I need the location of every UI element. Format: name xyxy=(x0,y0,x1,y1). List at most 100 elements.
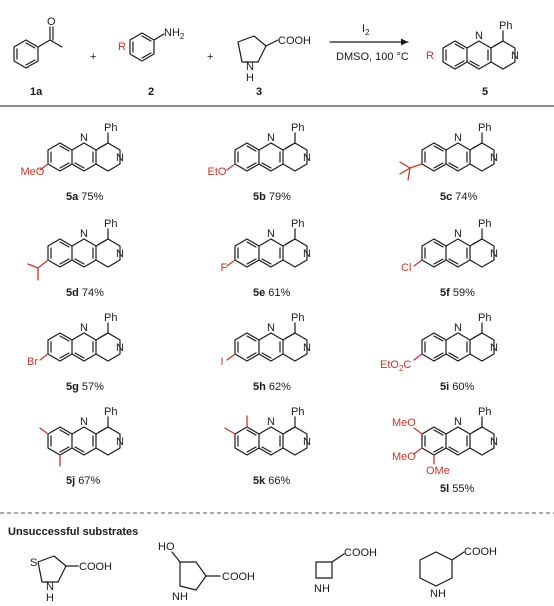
phenyl-label: Ph xyxy=(478,406,491,418)
imine-n: N xyxy=(303,436,311,448)
reactant2-label: 2 xyxy=(148,86,154,98)
pyridine-n: N xyxy=(454,132,462,144)
svg-text:N: N xyxy=(46,581,54,593)
substrate-thiazolidine: COOH S N H xyxy=(30,555,112,604)
reaction-arrow: I2 DMSO, 100 °C xyxy=(329,23,409,63)
phenyl-label: Ph xyxy=(104,122,117,134)
pyridine-n: N xyxy=(80,322,88,334)
imine-n: N xyxy=(511,50,519,62)
plus-sign-1: + xyxy=(90,51,96,63)
phenyl-label: Ph xyxy=(104,218,117,230)
unsuccessful-heading: Unsuccessful substrates xyxy=(8,526,138,538)
imine-n: N xyxy=(116,248,124,260)
tert-butyl-group xyxy=(399,161,423,181)
product-r-group: R xyxy=(426,50,434,62)
svg-text:NH: NH xyxy=(314,583,330,595)
product-general: R N N Ph xyxy=(426,20,519,70)
phenyl-label: Ph xyxy=(499,20,512,32)
plus-sign-2: + xyxy=(207,51,213,63)
phenyl-label: Ph xyxy=(478,218,491,230)
phenyl-label: Ph xyxy=(291,406,304,418)
reaction-conditions: DMSO, 100 °C xyxy=(336,51,409,63)
isopropyl-group xyxy=(27,259,49,281)
yield-label: 5l 55% xyxy=(440,483,474,495)
imine-n: N xyxy=(490,436,498,448)
imine-n: N xyxy=(303,342,311,354)
imine-n: N xyxy=(303,152,311,164)
phenyl-label: Ph xyxy=(104,406,117,418)
product-5k: N N Ph xyxy=(224,406,311,456)
reactant-aniline: NH2 R xyxy=(118,27,185,62)
substituent-label: Br xyxy=(27,356,38,368)
svg-text:COOH: COOH xyxy=(79,561,112,573)
svg-text:COOH: COOH xyxy=(222,571,255,583)
imine-n: N xyxy=(116,152,124,164)
phenyl-label: Ph xyxy=(291,312,304,324)
phenyl-label: Ph xyxy=(291,218,304,230)
pyridine-n: N xyxy=(80,132,88,144)
phenyl-label: Ph xyxy=(478,122,491,134)
substituent-label: EtO2C xyxy=(380,359,411,373)
substrate-hydroxyproline: HO COOH NH xyxy=(158,541,255,603)
yield-label: 5i 60% xyxy=(440,381,474,393)
pyridine-n: N xyxy=(454,228,462,240)
reactant1-label: 1a xyxy=(30,86,43,98)
phenyl-label: Ph xyxy=(104,312,117,324)
pyridine-n: N xyxy=(267,132,275,144)
pyridine-n: N xyxy=(475,30,483,42)
imine-n: N xyxy=(490,248,498,260)
yield-label: 5k 66% xyxy=(253,475,291,487)
pyridine-n: N xyxy=(454,322,462,334)
substrate-pipecolic-acid: COOH NH xyxy=(419,546,497,600)
pyridine-n: N xyxy=(454,416,462,428)
svg-text:COOH: COOH xyxy=(344,547,377,559)
substituent-label: Cl xyxy=(401,262,411,274)
pyridine-n: N xyxy=(80,416,88,428)
pyridine-n: N xyxy=(267,416,275,428)
yield-label: 5a 75% xyxy=(66,191,104,203)
r-group: R xyxy=(118,41,126,53)
reactant-proline: COOH N H xyxy=(237,35,311,84)
substituent-label: EtO xyxy=(208,166,227,178)
substituent-label: I xyxy=(221,356,224,368)
methoxy-label: MeO xyxy=(392,417,416,429)
phenyl-label: Ph xyxy=(478,312,491,324)
imine-n: N xyxy=(490,152,498,164)
pyridine-n: N xyxy=(267,322,275,334)
svg-text:NH: NH xyxy=(172,591,188,603)
yield-label: 5e 61% xyxy=(253,287,291,299)
methoxy-label: OMe xyxy=(426,465,450,477)
methoxy-label: MeO xyxy=(392,451,416,463)
proline-h: H xyxy=(246,72,254,84)
imine-n: N xyxy=(303,248,311,260)
svg-text:COOH: COOH xyxy=(464,546,497,558)
product-label: 5 xyxy=(482,86,488,98)
svg-text:H: H xyxy=(46,592,54,604)
proline-n: N xyxy=(246,61,254,73)
yield-label: 5d 74% xyxy=(66,287,104,299)
imine-n: N xyxy=(490,342,498,354)
nh2-group: NH2 xyxy=(164,27,185,41)
oxygen-atom: O xyxy=(47,16,56,28)
phenyl-label: Ph xyxy=(291,122,304,134)
yield-label: 5c 74% xyxy=(440,191,478,203)
product-5c: N N Ph xyxy=(399,122,498,181)
imine-n: N xyxy=(116,342,124,354)
reagent-iodine: I2 xyxy=(362,23,370,37)
yield-label: 5g 57% xyxy=(66,381,104,393)
dimethyl-groups xyxy=(224,415,248,435)
substrate-azetidine: COOH NH xyxy=(314,547,377,595)
yield-label: 5b 79% xyxy=(253,191,291,203)
svg-text:HO: HO xyxy=(158,541,175,553)
